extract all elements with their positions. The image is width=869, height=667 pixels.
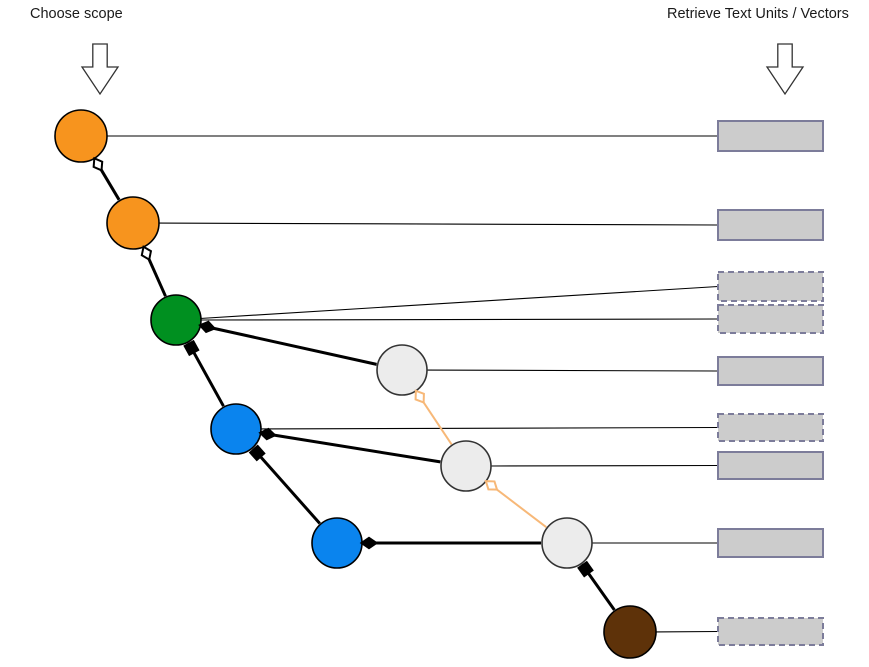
edge-green-gray1 bbox=[201, 324, 377, 366]
link-green-rect3 bbox=[199, 285, 719, 320]
text-unit-rect-2[interactable] bbox=[717, 209, 824, 241]
hollow-diamond-icon bbox=[414, 389, 425, 404]
blue-node-2[interactable] bbox=[311, 517, 363, 569]
edge-marker-filled-square bbox=[248, 444, 266, 462]
edge-marker-filled-square bbox=[577, 560, 594, 578]
hollow-diamond-icon bbox=[92, 156, 104, 172]
filled-diamond-icon bbox=[359, 536, 379, 550]
edge-marker-hollow-diamond bbox=[140, 245, 153, 262]
link-gray1-rect5 bbox=[425, 369, 719, 372]
link-green-rect4 bbox=[199, 318, 719, 321]
edge-marker-hollow-diamond bbox=[92, 156, 104, 172]
retrieve-text-units-label: Retrieve Text Units / Vectors bbox=[667, 6, 849, 22]
hollow-diamond-icon bbox=[140, 245, 153, 262]
text-unit-rect-9[interactable] bbox=[717, 617, 824, 646]
text-unit-rect-4[interactable] bbox=[717, 304, 824, 334]
gray-node-2[interactable] bbox=[440, 440, 492, 492]
text-unit-layer bbox=[717, 120, 824, 646]
gray-node-3[interactable] bbox=[541, 517, 593, 569]
filled-square-icon bbox=[577, 560, 594, 578]
orange-node-2[interactable] bbox=[106, 196, 160, 250]
text-unit-rect-6[interactable] bbox=[717, 413, 824, 442]
link-blue1-rect6 bbox=[259, 426, 719, 430]
text-unit-rect-1[interactable] bbox=[717, 120, 824, 152]
text-unit-rect-7[interactable] bbox=[717, 451, 824, 480]
text-unit-rect-3[interactable] bbox=[717, 271, 824, 302]
filled-square-icon bbox=[183, 339, 200, 357]
text-unit-rect-8[interactable] bbox=[717, 528, 824, 558]
edge-marker-hollow-diamond bbox=[414, 389, 425, 404]
retrieve-arrow bbox=[765, 43, 805, 96]
filled-square-icon bbox=[248, 444, 266, 462]
orange-node-1[interactable] bbox=[54, 109, 108, 163]
gray-node-1[interactable] bbox=[376, 344, 428, 396]
link-edge-layer bbox=[106, 135, 719, 633]
edge-blue1-gray2 bbox=[261, 431, 441, 464]
brown-node[interactable] bbox=[603, 605, 657, 659]
blue-node-1[interactable] bbox=[210, 403, 262, 455]
edge-marker-filled-diamond bbox=[198, 320, 217, 334]
edge-marker-filled-diamond bbox=[258, 427, 277, 441]
filled-diamond-icon bbox=[258, 427, 277, 441]
edge-marker-filled-square bbox=[183, 339, 200, 357]
link-gray2-rect7 bbox=[489, 464, 719, 467]
choose-scope-arrow bbox=[80, 43, 120, 96]
edge-blue1-blue2 bbox=[252, 447, 321, 525]
edge-green-blue1 bbox=[187, 342, 225, 407]
hollow-diamond-icon bbox=[484, 480, 499, 491]
arrow-layer bbox=[80, 43, 805, 96]
text-unit-rect-5[interactable] bbox=[717, 356, 824, 386]
choose-scope-label: Choose scope bbox=[30, 6, 123, 22]
marker-layer bbox=[92, 156, 594, 578]
edge-marker-filled-diamond bbox=[359, 536, 379, 550]
node-layer bbox=[54, 109, 657, 659]
link-orange2-rect2 bbox=[157, 222, 719, 226]
edge-marker-hollow-diamond bbox=[484, 480, 499, 491]
green-node[interactable] bbox=[150, 294, 202, 346]
filled-diamond-icon bbox=[198, 320, 217, 334]
